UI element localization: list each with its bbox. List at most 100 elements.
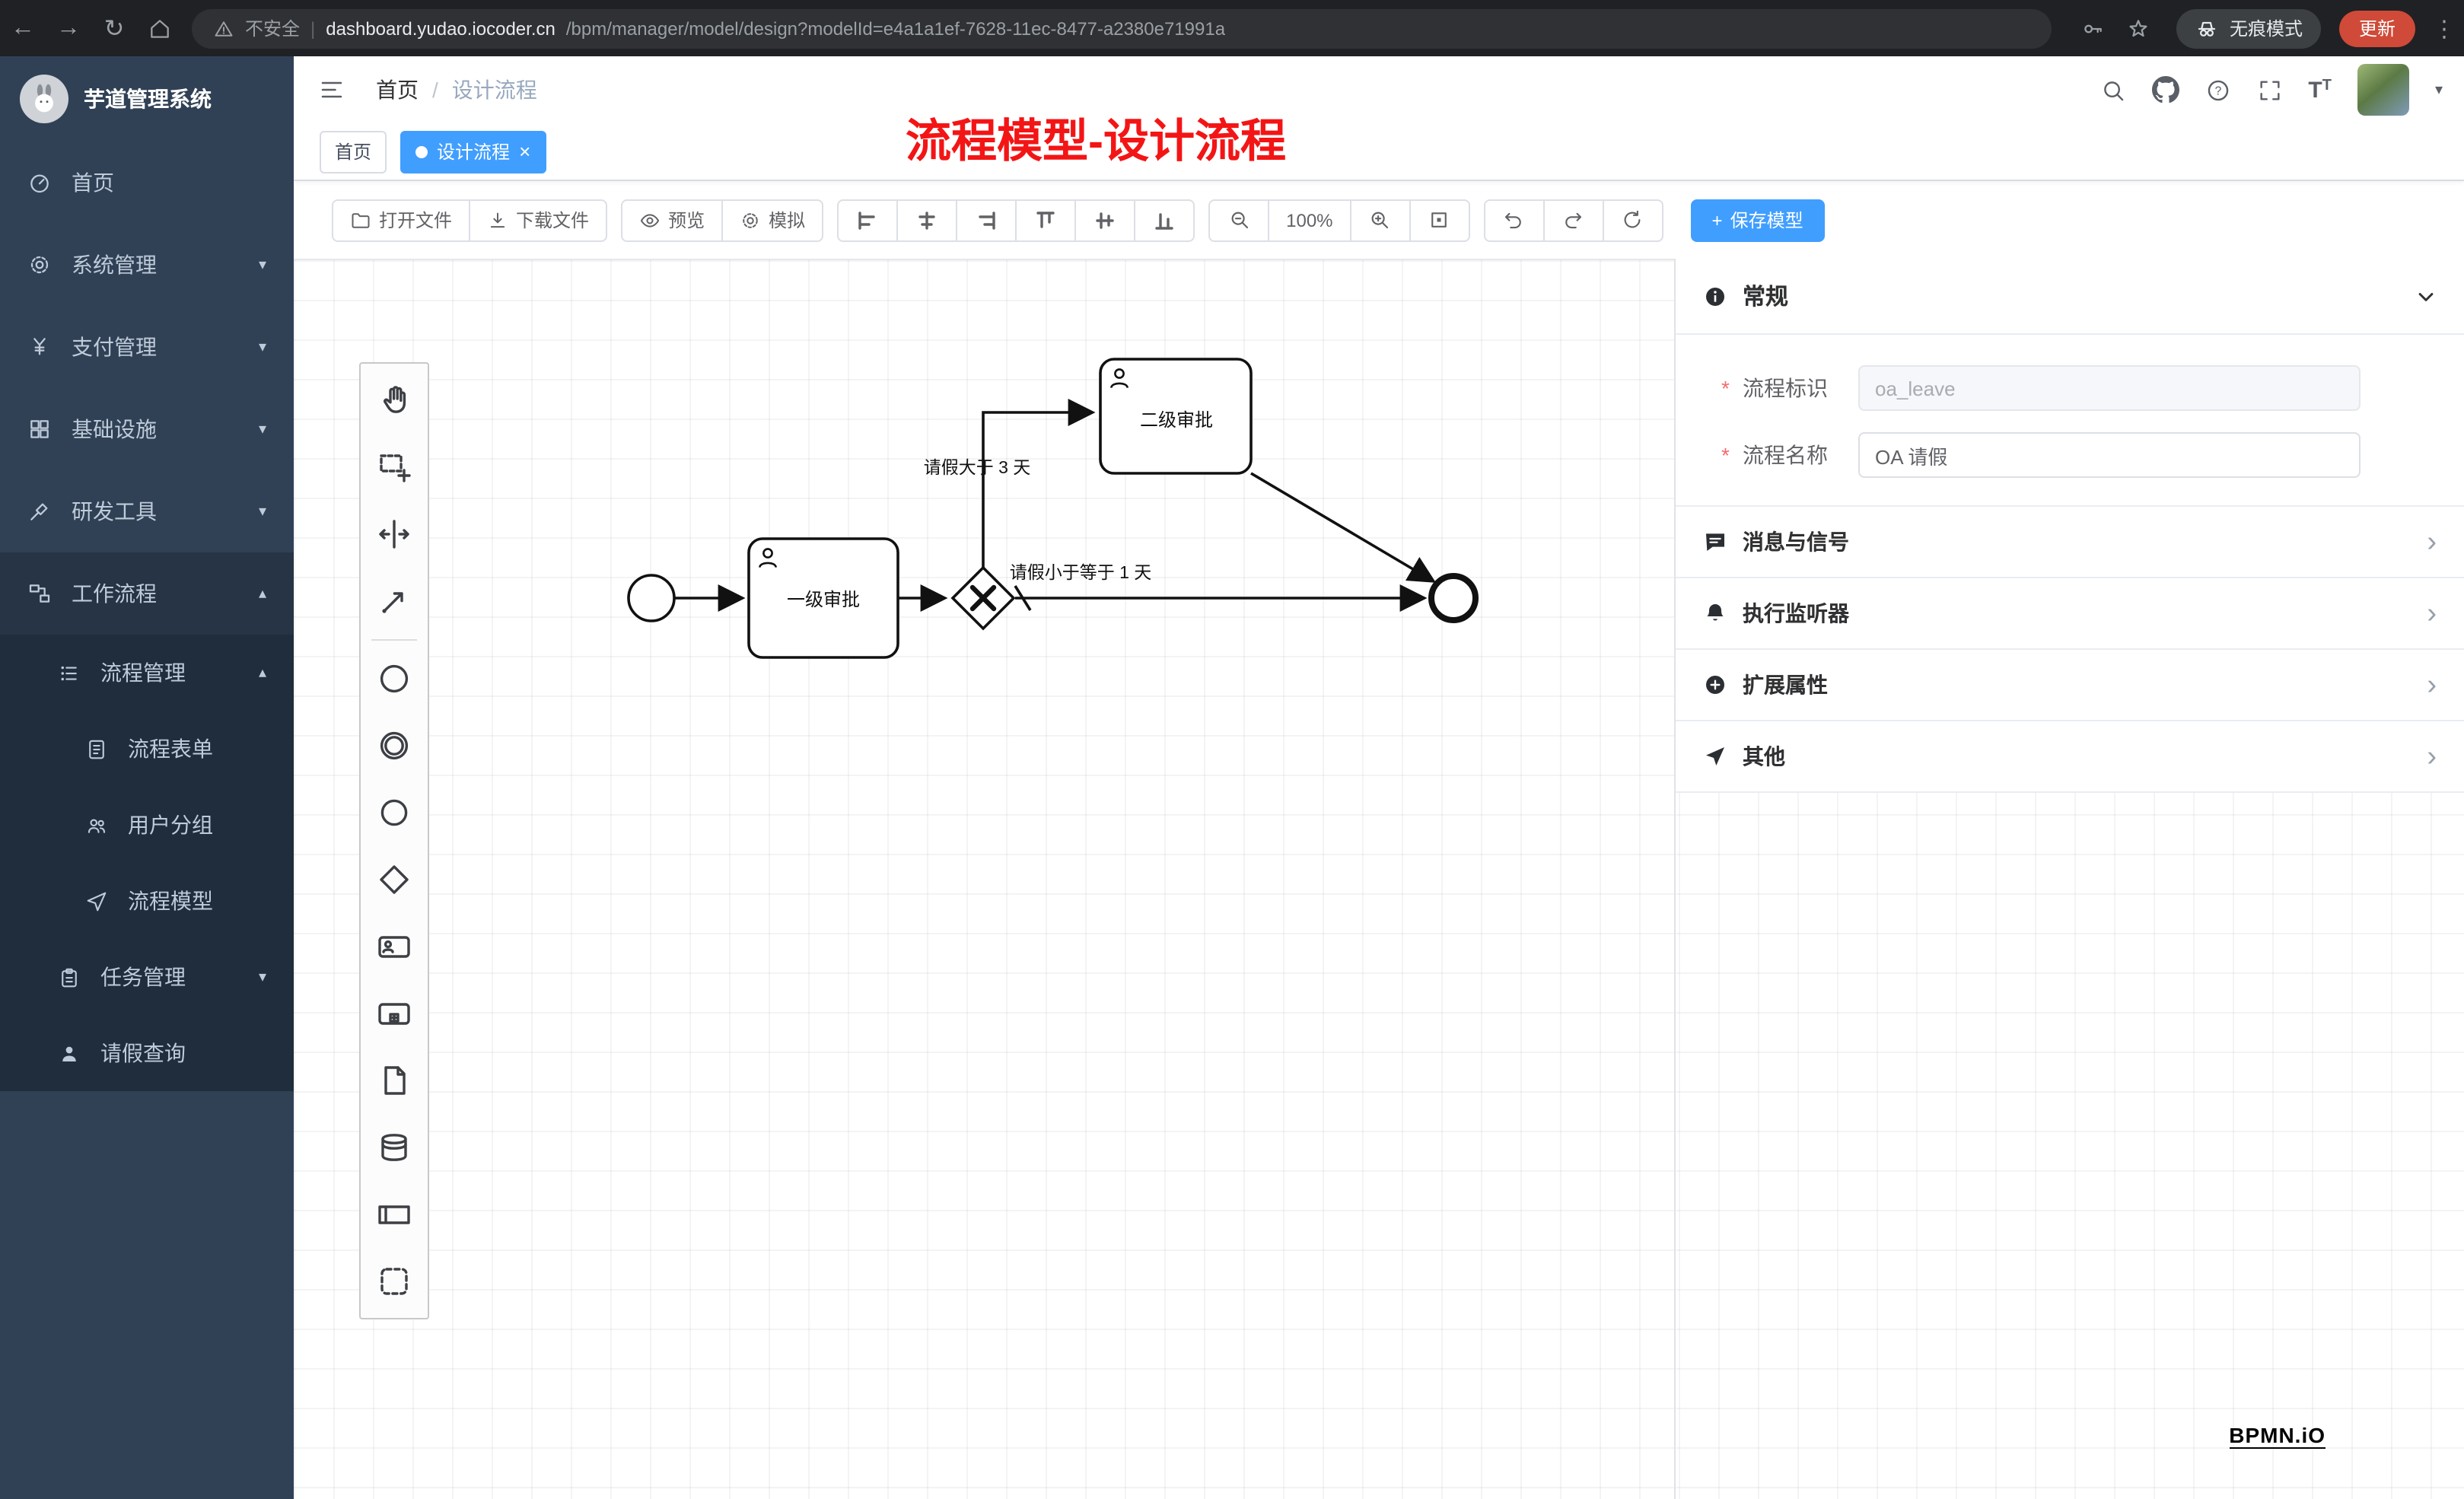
create-datastore[interactable] xyxy=(361,1114,428,1181)
browser-update-button[interactable]: 更新 xyxy=(2338,10,2415,46)
redo-button[interactable] xyxy=(1542,199,1604,241)
sidebar-item-infrastructure[interactable]: 基础设施 ▾ xyxy=(0,388,294,470)
sidebar-toggle-button[interactable] xyxy=(318,76,345,103)
create-end-event[interactable] xyxy=(361,779,428,846)
start-event[interactable] xyxy=(627,574,676,622)
download-file-button[interactable]: 下载文件 xyxy=(469,199,608,241)
task-level1-approval[interactable] xyxy=(747,537,899,659)
tab-home[interactable]: 首页 xyxy=(320,130,387,173)
create-group[interactable] xyxy=(361,1248,428,1315)
zoom-in-button[interactable] xyxy=(1349,199,1411,241)
bpmn-io-watermark[interactable]: BPMN.iO xyxy=(2229,1423,2326,1449)
sidebar-item-task-management[interactable]: 任务管理 ▾ xyxy=(0,939,294,1015)
sidebar-item-leave-query[interactable]: 请假查询 xyxy=(0,1015,294,1091)
save-model-button[interactable]: + 保存模型 xyxy=(1690,199,1825,241)
users-icon xyxy=(88,818,106,832)
forward-button[interactable]: → xyxy=(56,14,81,40)
undo-button[interactable] xyxy=(1483,199,1545,241)
sidebar-item-devtools[interactable]: 研发工具 ▾ xyxy=(0,470,294,552)
simulate-button[interactable]: 模拟 xyxy=(721,199,824,241)
align-top-button[interactable] xyxy=(1015,199,1077,241)
avatar-caret-icon[interactable]: ▾ xyxy=(2434,81,2443,98)
user-avatar[interactable] xyxy=(2357,64,2409,116)
global-connect-tool[interactable] xyxy=(361,568,428,635)
sidebar-item-label: 流程表单 xyxy=(128,737,213,761)
sidebar-item-process-model[interactable]: 流程模型 xyxy=(0,863,294,939)
sidebar-item-process-management[interactable]: 流程管理 ▴ xyxy=(0,635,294,711)
breadcrumb-home[interactable]: 首页 xyxy=(376,78,419,102)
header-github-button[interactable] xyxy=(2151,76,2179,103)
space-tool[interactable] xyxy=(361,501,428,568)
zoom-out-button[interactable] xyxy=(1208,199,1270,241)
restart-button[interactable] xyxy=(1602,199,1663,241)
header-search-button[interactable] xyxy=(2099,77,2125,103)
header-help-button[interactable]: ? xyxy=(2205,77,2230,103)
align-left-button[interactable] xyxy=(837,199,899,241)
lasso-tool[interactable] xyxy=(361,434,428,501)
bpmn-diagram[interactable]: 一级审批 二级审批 请假大于 3 天 请假小于等于 1 天 xyxy=(294,260,2464,1499)
flow-task2-to-end[interactable] xyxy=(1250,472,1437,583)
chevron-right-icon: › xyxy=(2427,526,2437,558)
zoom-level-display[interactable]: 100% xyxy=(1268,199,1351,241)
end-event[interactable] xyxy=(1428,573,1479,623)
sidebar-item-payment[interactable]: 支付管理 ▾ xyxy=(0,306,294,388)
zoom-out-icon xyxy=(1230,212,1248,229)
hand-tool[interactable] xyxy=(361,367,428,434)
section-extended-attributes[interactable]: 扩展属性 › xyxy=(1676,650,2464,721)
create-participant[interactable] xyxy=(361,1181,428,1248)
back-button[interactable]: ← xyxy=(11,14,35,40)
browser-chrome: ← → ↻ 不安全 | dashboard.yudao.iocoder.cn/b… xyxy=(0,0,2464,56)
user-task-icon xyxy=(378,936,410,958)
section-title: 执行监听器 xyxy=(1743,601,1849,625)
align-top-icon xyxy=(1036,211,1055,228)
tab-design-process[interactable]: 设计流程 × xyxy=(400,130,546,173)
section-execution-listeners[interactable]: 执行监听器 › xyxy=(1676,578,2464,650)
create-call-activity[interactable] xyxy=(361,980,428,1047)
close-icon[interactable]: × xyxy=(519,140,531,163)
create-gateway[interactable] xyxy=(361,846,428,913)
bookmark-button[interactable] xyxy=(2115,16,2161,40)
open-file-button[interactable]: 打开文件 xyxy=(332,199,471,241)
home-button[interactable] xyxy=(137,16,183,40)
gear-icon xyxy=(743,212,758,228)
breadcrumb-separator: / xyxy=(432,78,438,102)
reload-button[interactable]: ↻ xyxy=(103,16,125,42)
flow-gateway-to-task2[interactable] xyxy=(982,399,1096,568)
align-bottom-button[interactable] xyxy=(1134,199,1195,241)
sidebar-item-user-group[interactable]: 用户分组 xyxy=(0,787,294,863)
sidebar-item-label: 请假查询 xyxy=(100,1041,186,1065)
form-icon xyxy=(89,739,104,759)
field-process-name: * 流程名称 xyxy=(1721,432,2440,478)
incognito-icon xyxy=(2198,21,2216,36)
section-messages-signals[interactable]: 消息与信号 › xyxy=(1676,507,2464,578)
sidebar-item-home[interactable]: 首页 xyxy=(0,142,294,224)
align-middle-button[interactable] xyxy=(1074,199,1136,241)
preview-button[interactable]: 预览 xyxy=(621,199,724,241)
process-key-input[interactable] xyxy=(1858,365,2361,411)
sidebar-item-label: 流程管理 xyxy=(100,660,186,685)
create-start-event[interactable] xyxy=(361,645,428,712)
process-name-input[interactable] xyxy=(1858,432,2361,478)
button-label: 打开文件 xyxy=(379,210,453,231)
zoom-reset-button[interactable] xyxy=(1409,199,1470,241)
section-general[interactable]: 常规 xyxy=(1676,259,2464,335)
task-level2-approval[interactable] xyxy=(1099,358,1253,475)
app-logo: 芋道管理系统 xyxy=(0,56,294,142)
person-icon xyxy=(62,1045,76,1061)
sidebar-item-process-form[interactable]: 流程表单 xyxy=(0,711,294,787)
section-other[interactable]: 其他 › xyxy=(1676,721,2464,793)
sidebar-item-system[interactable]: 系统管理 ▾ xyxy=(0,224,294,306)
create-intermediate-event[interactable] xyxy=(361,712,428,779)
url-bar[interactable]: 不安全 | dashboard.yudao.iocoder.cn/bpm/man… xyxy=(192,8,2052,48)
sidebar-item-workflow[interactable]: 工作流程 ▴ xyxy=(0,552,294,635)
create-user-task[interactable] xyxy=(361,913,428,980)
password-key-button[interactable] xyxy=(2070,16,2115,40)
browser-menu-button[interactable]: ⋮ xyxy=(2433,16,2456,42)
create-document[interactable] xyxy=(361,1047,428,1114)
align-right-button[interactable] xyxy=(956,199,1017,241)
header-fullscreen-button[interactable] xyxy=(2256,77,2282,103)
datastore-icon xyxy=(381,1134,407,1161)
align-center-button[interactable] xyxy=(896,199,958,241)
